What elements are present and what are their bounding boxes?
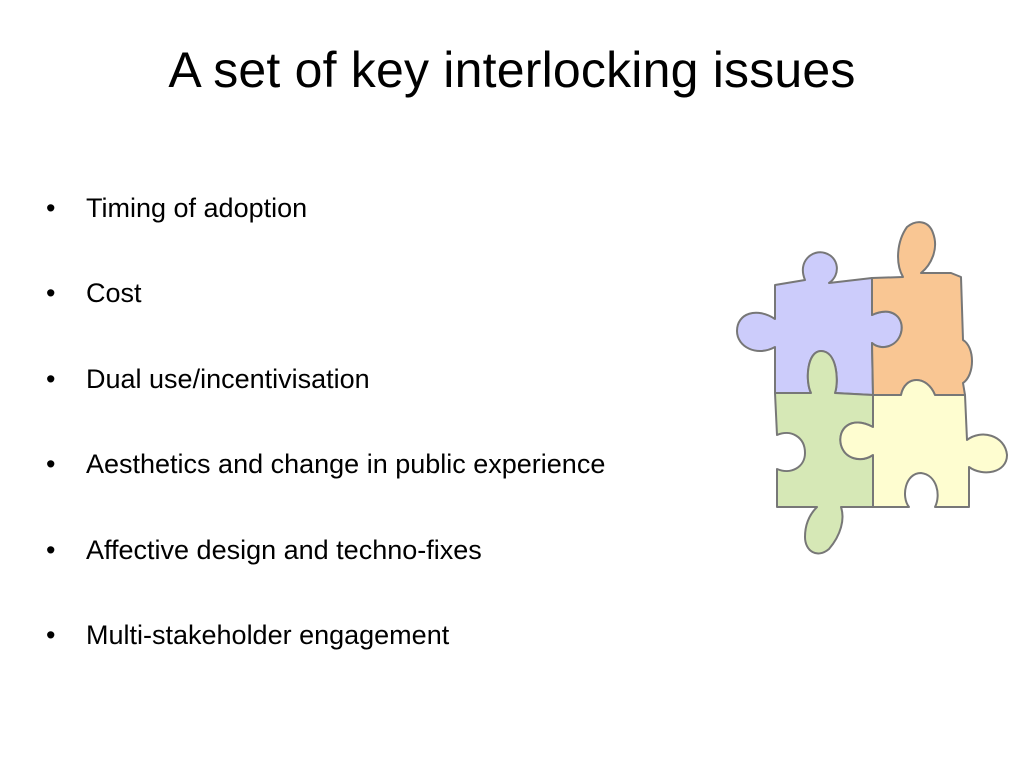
bullet-text: Affective design and techno-fixes: [86, 534, 482, 565]
bullet-item: • Multi-stakeholder engagement: [46, 613, 605, 698]
bullet-text: Cost: [86, 278, 142, 309]
bullet-dot: •: [46, 278, 56, 309]
puzzle-piece-green: [774, 350, 874, 555]
bullet-text: Multi-stakeholder engagement: [86, 619, 450, 650]
bullet-item: • Affective design and techno-fixes: [46, 528, 605, 613]
bullet-dot: •: [46, 534, 56, 565]
bullet-item: • Timing of adoption: [46, 186, 605, 271]
puzzle-pieces-icon: [736, 221, 1008, 555]
bullet-item: • Cost: [46, 271, 605, 356]
puzzle-piece-orange: [871, 221, 973, 396]
puzzle-piece-yellow: [839, 379, 1008, 508]
bullet-text: Dual use/incentivisation: [86, 363, 370, 394]
bullet-dot: •: [46, 449, 56, 480]
bullet-dot: •: [46, 619, 56, 650]
bullet-item: • Dual use/incentivisation: [46, 357, 605, 442]
bullet-list: • Timing of adoption • Cost • Dual use/i…: [46, 186, 605, 698]
slide-title: A set of key interlocking issues: [168, 42, 856, 98]
bullet-dot: •: [46, 193, 56, 223]
bullet-text: Aesthetics and change in public experien…: [86, 449, 606, 480]
bullet-item: • Aesthetics and change in public experi…: [46, 442, 605, 527]
bullet-text: Timing of adoption: [86, 193, 308, 223]
bullet-dot: •: [46, 363, 56, 394]
